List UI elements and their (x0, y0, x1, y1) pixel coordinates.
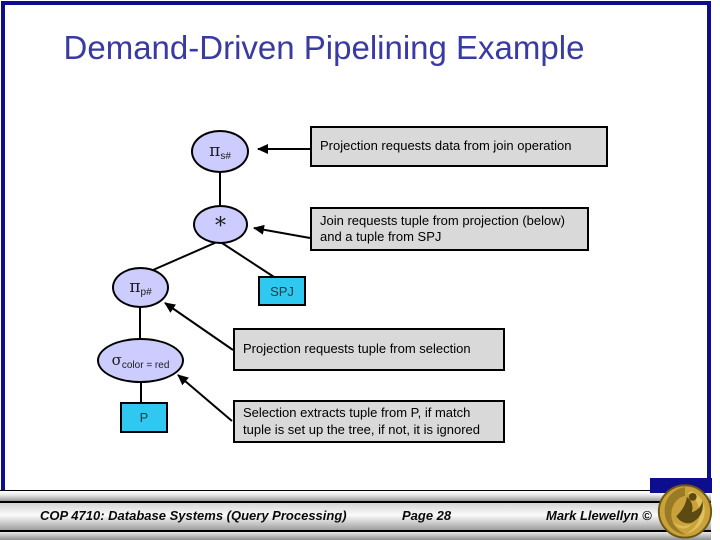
join-symbol: * (215, 214, 226, 240)
note-text: Projection requests tuple from selection (243, 341, 471, 357)
footer-bar-main (0, 503, 711, 532)
arrow-note3-to-pip (164, 302, 234, 351)
sigma-symbol: σ (111, 351, 122, 369)
pi-symbol: π (209, 141, 221, 161)
note-join-requests: Join requests tuple from projection (bel… (310, 207, 589, 251)
note-text: Projection requests data from join opera… (320, 138, 572, 154)
slide-border-right (707, 1, 711, 491)
note-text: Join requests tuple from projection (bel… (320, 212, 565, 244)
relation-spj-label: SPJ (270, 283, 294, 299)
edge-join-to-pip (152, 241, 218, 271)
ucf-pegasus-logo (657, 484, 713, 539)
relation-p: P (120, 402, 168, 433)
relation-p-label: P (139, 410, 149, 425)
slide-border-top (1, 1, 711, 5)
node-join: * (193, 205, 248, 244)
arrow-note2-to-join (253, 224, 311, 239)
relation-spj: SPJ (258, 276, 306, 306)
footer-bar-top (0, 490, 711, 503)
note-text: Selection extracts tuple from P, if matc… (243, 405, 481, 437)
pi-symbol: π (129, 277, 141, 297)
footer-bar-bottom (0, 532, 711, 540)
tree-connectors (139, 144, 311, 422)
footer-author: Mark Llewellyn © (546, 508, 652, 523)
footer: COP 4710: Database Systems (Query Proces… (0, 490, 711, 540)
page-title: Demand-Driven Pipelining Example (63, 29, 585, 66)
note-selection-extracts: Selection extracts tuple from P, if matc… (233, 400, 505, 443)
note-projection-selection: Projection requests tuple from selection (233, 328, 505, 371)
footer-course: COP 4710: Database Systems (Query Proces… (40, 508, 347, 523)
arrow-note4-to-sigma (177, 374, 233, 422)
note-projection-join: Projection requests data from join opera… (310, 126, 608, 167)
sigma-subscript: color = red (121, 359, 170, 371)
footer-page-number: Page 28 (402, 508, 452, 523)
pi-subscript: s# (220, 150, 231, 162)
pi-subscript: p# (140, 286, 152, 298)
slide-border-left (1, 1, 5, 491)
edge-join-to-spj (221, 242, 275, 278)
